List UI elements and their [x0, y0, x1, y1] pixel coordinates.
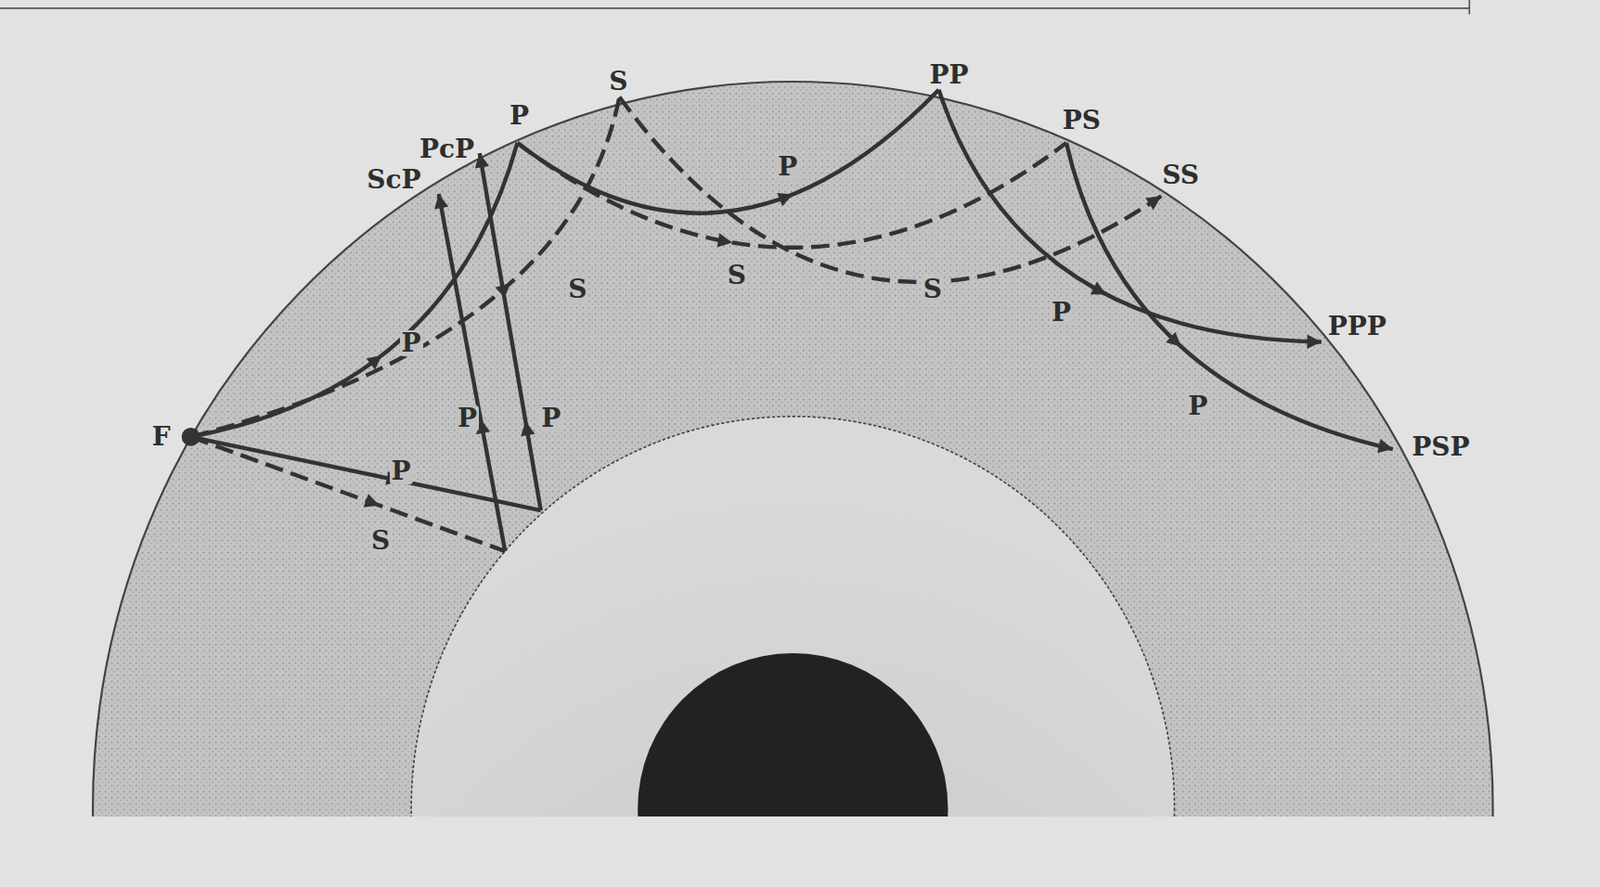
arrowhead [1090, 281, 1107, 295]
phase-label: PcP [417, 136, 477, 163]
wave-label: S [369, 528, 392, 555]
phase-label: F [150, 424, 173, 451]
phase-label: SS [1160, 162, 1201, 189]
arrowhead [776, 193, 793, 207]
arrowhead [717, 232, 733, 247]
arrowhead [1165, 332, 1182, 348]
arrowhead [494, 283, 511, 298]
phase-label: ScP [364, 167, 423, 194]
arrowhead [520, 421, 535, 437]
arrowhead [1145, 195, 1162, 210]
ray-p [191, 142, 518, 438]
arrowhead [363, 493, 380, 507]
phase-label: PPP [1326, 313, 1389, 340]
wave-label: P [775, 154, 800, 181]
phase-label: S [606, 68, 630, 95]
phase-label: PP [927, 62, 970, 89]
ray-s [191, 97, 620, 438]
mantle [92, 81, 1494, 817]
wave-label: P [1049, 299, 1073, 326]
phase-label: PS [1060, 107, 1103, 134]
wave-label: S [921, 276, 944, 303]
arrowhead [1306, 335, 1322, 349]
ray-pp [516, 90, 939, 214]
wave-label: S [566, 276, 589, 303]
wave-label: P [400, 330, 424, 357]
phase-label: PSP [1409, 434, 1471, 461]
focus-dot [181, 427, 201, 447]
ray-ps [516, 142, 1067, 248]
wave-label: P [389, 458, 413, 485]
outer-core [411, 416, 1175, 817]
ray-scp-up [438, 193, 505, 552]
ray-psp [1066, 142, 1394, 450]
arrowhead [475, 153, 490, 168]
wave-label: P [1186, 393, 1210, 420]
phase-label: P [507, 103, 531, 130]
wave-label: P [539, 405, 563, 432]
inner-core [637, 653, 948, 817]
frame-tick [1468, 0, 1471, 14]
frame-line [0, 7, 1470, 10]
arrowhead [434, 193, 449, 210]
arrowhead [366, 355, 383, 371]
wave-label: P [455, 405, 479, 432]
ray-scp-down [191, 437, 506, 552]
arrowhead [1377, 438, 1394, 453]
wave-label: S [725, 262, 749, 289]
